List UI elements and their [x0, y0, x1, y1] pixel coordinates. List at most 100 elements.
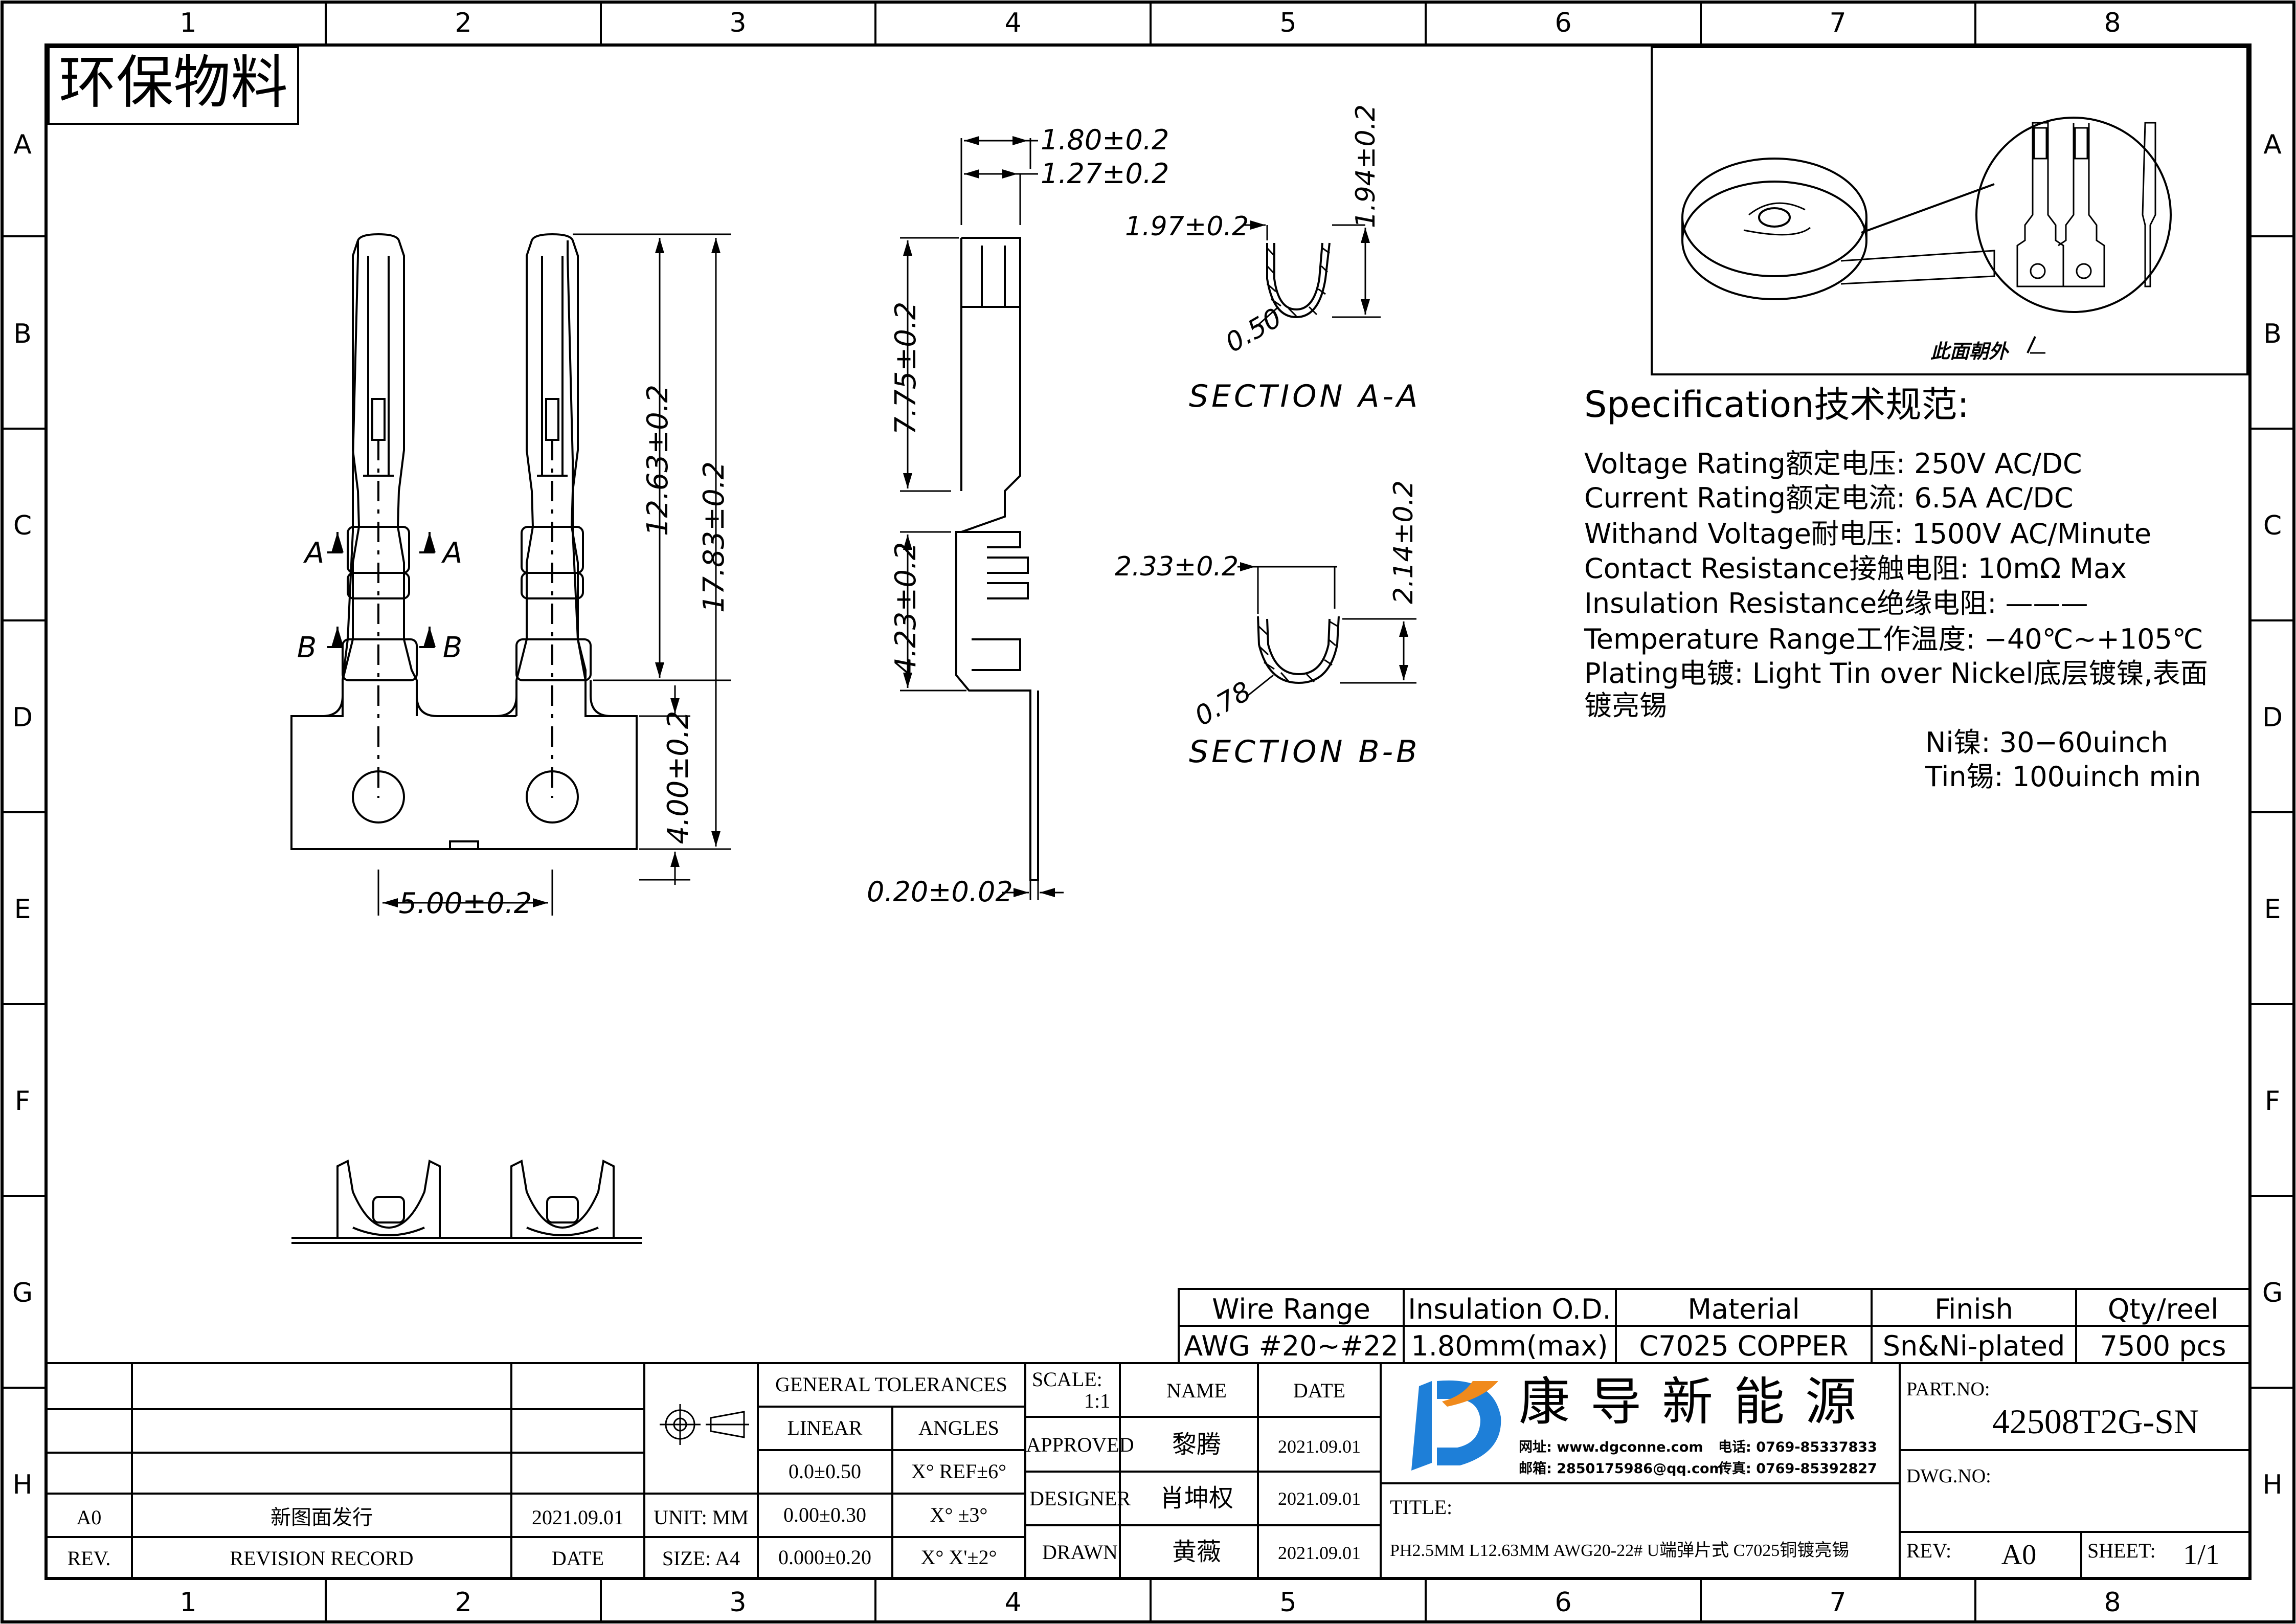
title-label: TITLE: [1390, 1496, 1452, 1519]
dim-0-78: 0.78 [1190, 676, 1256, 732]
section-b-b-label: SECTION B-B [1189, 734, 1420, 770]
rev-value: A0 [77, 1506, 102, 1529]
rev-date: 2021.09.01 [532, 1506, 624, 1529]
section-mark-a-right: A [441, 537, 462, 570]
title-block: A0 新图面发行 2021.09.01 REV. REVISION RECORD… [46, 1362, 2250, 1578]
row-label: D [2262, 702, 2283, 733]
ang-tol-2: X° ±3° [930, 1503, 988, 1526]
company-web: 网址: www.dgconne.com [1519, 1439, 1703, 1455]
spec-value: 7500 pcs [2100, 1330, 2226, 1362]
dim-4-23: 4.23±0.2 [889, 542, 922, 676]
scale-value: 1:1 [1084, 1389, 1110, 1412]
rev-value-2: A0 [2001, 1539, 2036, 1571]
approved-label: APPROVED [1026, 1433, 1134, 1456]
section-mark-b-left: B [297, 631, 317, 664]
dim-17-83: 17.83±0.2 [697, 461, 731, 613]
spec-header: Material [1687, 1293, 1799, 1325]
part-no: 42508T2G-SN [1992, 1402, 2199, 1441]
row-label: E [14, 894, 31, 925]
spec-value: C7025 COPPER [1639, 1330, 1848, 1362]
col-label: 7 [1829, 8, 1846, 38]
col-label: 2 [455, 1587, 471, 1618]
row-label: F [15, 1086, 30, 1117]
specification: Specification技术规范: Voltage Rating额定电压: 2… [1584, 384, 2208, 793]
reel-illustration: 此面朝外 [1651, 46, 2248, 375]
rev-label: REV. [67, 1547, 111, 1570]
dim-1-27: 1.27±0.2 [1041, 158, 1169, 190]
row-label: H [12, 1470, 32, 1500]
col-label: 1 [179, 8, 196, 38]
drawing-title: PH2.5MM L12.63MM AWG20-22# U端弹片式 C7025铜镀… [1390, 1541, 1849, 1560]
col-label: 5 [1279, 8, 1296, 38]
row-label: E [2264, 894, 2281, 925]
dim-7-75: 7.75±0.2 [889, 302, 922, 435]
callout-face-out: 此面朝外 [1930, 340, 2010, 363]
spec-table: Wire Range Insulation O.D. Material Fini… [1178, 1288, 2251, 1364]
approved-name: 黎腾 [1172, 1431, 1221, 1458]
company-tel: 电话: 0769-85337833 [1718, 1439, 1877, 1455]
unit: UNIT: MM [654, 1506, 749, 1529]
part-no-label: PART.NO: [1906, 1378, 1990, 1400]
rev-record: 新图面发行 [271, 1506, 373, 1529]
col-label: 7 [1829, 1587, 1846, 1618]
row-label: B [2263, 319, 2282, 349]
row-label: D [12, 702, 33, 733]
col-label: 3 [729, 1587, 746, 1618]
spec-title: Specification技术规范: [1584, 384, 1969, 426]
designer-label: DESIGNER [1029, 1487, 1131, 1510]
spec-header: Finish [1934, 1293, 2013, 1325]
ang-tol-1: X° REF±6° [911, 1460, 1006, 1483]
section-a-a-label: SECTION A-A [1189, 379, 1421, 414]
spec-value: AWG #20~#22 [1184, 1330, 1399, 1362]
col-label: 3 [729, 8, 746, 38]
revision-record-label: REVISION RECORD [230, 1547, 414, 1570]
row-label: F [2265, 1086, 2280, 1117]
col-label: 8 [2104, 8, 2121, 38]
spec-header: Qty/reel [2108, 1293, 2218, 1325]
drawn-name: 黄薇 [1172, 1539, 1221, 1566]
company-logo [1411, 1380, 1501, 1471]
dim-5-00: 5.00±0.2 [399, 887, 532, 920]
spec-value: 1.80mm(max) [1411, 1330, 1608, 1362]
spec-line: Insulation Resistance绝缘电阻: ——— [1584, 587, 2088, 619]
row-label: G [2262, 1278, 2283, 1308]
lin-tol-1: 0.0±0.50 [789, 1460, 861, 1483]
size: SIZE: A4 [662, 1547, 740, 1570]
drawn-label: DRAWN [1042, 1541, 1118, 1564]
date-label: DATE [552, 1547, 604, 1570]
col-label: 2 [455, 8, 471, 38]
company-name: 康导新能源 [1519, 1372, 1877, 1432]
eco-stamp: 环保物料 [59, 50, 288, 116]
col-label: 4 [1004, 1587, 1021, 1618]
eco-stamp-box [48, 46, 299, 125]
dim-1-94: 1.94±0.2 [1350, 104, 1381, 228]
drawn-date: 2021.09.01 [1278, 1543, 1361, 1563]
row-label: B [13, 319, 32, 349]
section-b-b: 2.33±0.2 2.14±0.2 0.78 SECTION B-B [1115, 480, 1420, 770]
dim-1-80: 1.80±0.2 [1041, 124, 1169, 156]
spec-header: Insulation O.D. [1408, 1293, 1611, 1325]
col-label: 8 [2104, 1587, 2121, 1618]
general-tolerances: GENERAL TOLERANCES [775, 1373, 1007, 1396]
ang-tol-3: X° X'±2° [921, 1546, 997, 1569]
row-label: H [2262, 1470, 2282, 1500]
company-fax: 传真: 0769-85392827 [1718, 1461, 1877, 1477]
linear-label: LINEAR [787, 1416, 863, 1439]
designer-name: 肖坤权 [1160, 1485, 1233, 1512]
dim-4-00: 4.00±0.2 [662, 711, 695, 844]
section-mark-b-right: B [443, 631, 462, 664]
company-email: 邮箱: 2850175986@qq.com [1519, 1460, 1724, 1477]
date-col-label: DATE [1293, 1379, 1345, 1402]
spec-ni: Ni镍: 30−60uinch [1925, 726, 2168, 759]
projection-symbol [660, 1404, 749, 1445]
spec-line: Temperature Range工作温度: −40℃~+105℃ [1584, 623, 2203, 655]
dim-12-63: 12.63±0.2 [641, 385, 674, 536]
row-label: A [13, 129, 32, 160]
angles-label: ANGLES [918, 1416, 999, 1439]
dim-1-97: 1.97±0.2 [1125, 211, 1249, 242]
sheet-label: SHEET: [2087, 1539, 2156, 1562]
front-view: A A B B 12.63±0.2 17.83±0.2 4.00±0.2 5.0… [290, 233, 731, 920]
side-view: 1.80±0.2 1.27±0.2 7.75±0.2 4.23±0.2 0.20… [867, 124, 1169, 908]
